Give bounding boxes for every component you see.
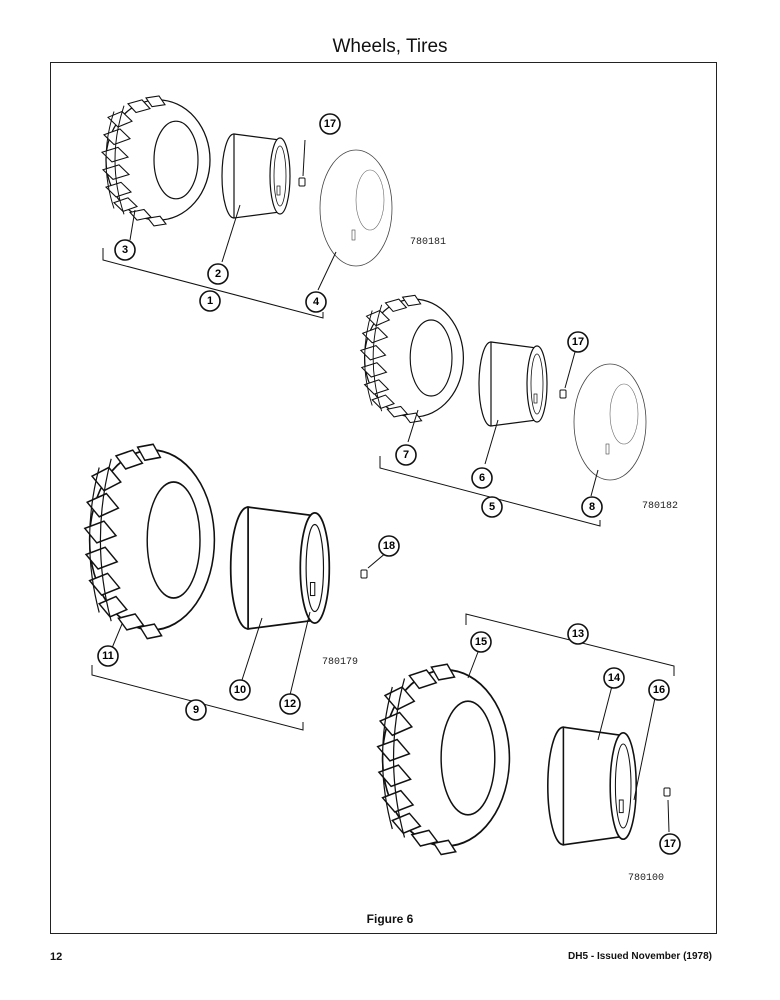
callout-6: 6 [471,467,493,489]
part-number-780181: 780181 [410,237,446,248]
callout-1: 1 [199,290,221,312]
callout-14: 14 [603,667,625,689]
rim-2 [221,133,291,219]
svg-text:17: 17 [572,336,584,348]
callout-16: 16 [648,679,670,701]
svg-text:1: 1 [207,295,213,307]
callout-2: 2 [207,263,229,285]
svg-text:18: 18 [383,540,395,552]
assembly-5 [360,294,647,527]
page-number: 12 [50,951,63,963]
nut-17b [559,389,567,399]
rim-6 [478,341,548,427]
tire-11 [83,443,216,640]
callout-8: 8 [581,496,603,518]
svg-text:15: 15 [475,636,487,648]
callout-3: 3 [114,239,136,261]
callout-17a: 17 [319,113,341,135]
assembly-1 [101,95,393,319]
callout-9: 9 [185,699,207,721]
svg-text:14: 14 [608,672,621,684]
callout-18: 18 [378,535,400,557]
figure-caption: Figure 6 [366,912,414,926]
callout-4: 4 [305,291,327,313]
nut-18 [360,569,368,579]
tire-7 [360,294,465,424]
nut-17c [663,787,671,797]
figure-frame [50,62,717,934]
callout-10: 10 [229,679,251,701]
page-title: Wheels, Tires [332,36,448,57]
svg-text:17: 17 [324,118,336,130]
svg-text:13: 13 [572,628,584,640]
callout-5: 5 [481,496,503,518]
svg-text:7: 7 [403,449,409,461]
callout-15: 15 [470,631,492,653]
part-number-780179: 780179 [322,657,358,668]
issue-note: DH5 - Issued November (1978) [568,951,712,962]
tube-8 [573,363,647,481]
svg-text:6: 6 [479,472,485,484]
nut-17 [298,177,306,187]
svg-text:2: 2 [215,268,221,280]
callout-13: 13 [567,623,589,645]
part-number-780100: 780100 [628,873,664,884]
callout-17b: 17 [567,331,589,353]
svg-text:12: 12 [284,698,296,710]
svg-text:11: 11 [102,650,114,662]
svg-text:16: 16 [653,684,665,696]
rim-14 [546,726,638,846]
part-number-780182: 780182 [642,501,678,512]
svg-text:9: 9 [193,704,199,716]
callout-17c: 17 [659,833,681,855]
callout-12: 12 [279,693,301,715]
tire-3 [101,95,211,227]
svg-text:5: 5 [489,501,495,513]
svg-text:3: 3 [122,244,128,256]
tube-4 [319,149,393,267]
svg-text:17: 17 [664,838,676,850]
tire-15 [376,663,511,856]
assembly-13 [376,613,675,856]
callout-7: 7 [395,444,417,466]
svg-text:4: 4 [313,296,320,308]
callout-11: 11 [97,645,119,667]
svg-text:10: 10 [234,684,246,696]
svg-text:8: 8 [589,501,595,513]
rim-10 [229,506,331,630]
